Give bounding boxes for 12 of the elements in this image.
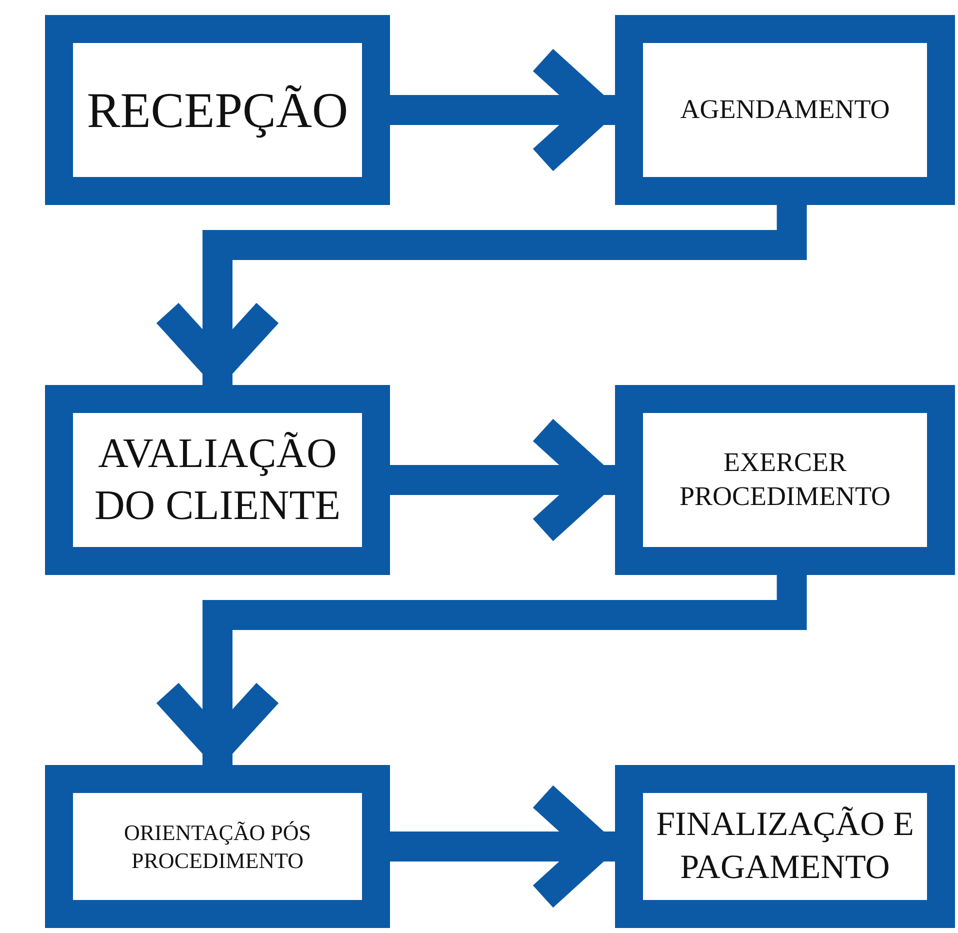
step-label: AGENDAMENTO [679,93,891,126]
step-label: AVALIAÇÃO DO CLIENTE [93,430,342,531]
step-label: RECEPÇÃO [86,80,350,140]
process-box [45,765,390,928]
process-box [615,15,955,205]
process-box [45,15,390,205]
process-box [615,765,955,928]
step-label: FINALIZAÇÃO E PAGAMENTO [655,805,915,888]
process-box [45,385,390,575]
process-box [615,385,955,575]
step-label: EXERCER PROCEDIMENTO [678,446,892,513]
step-label: ORIENTAÇÃO PÓS PROCEDIMENTO [122,819,312,874]
